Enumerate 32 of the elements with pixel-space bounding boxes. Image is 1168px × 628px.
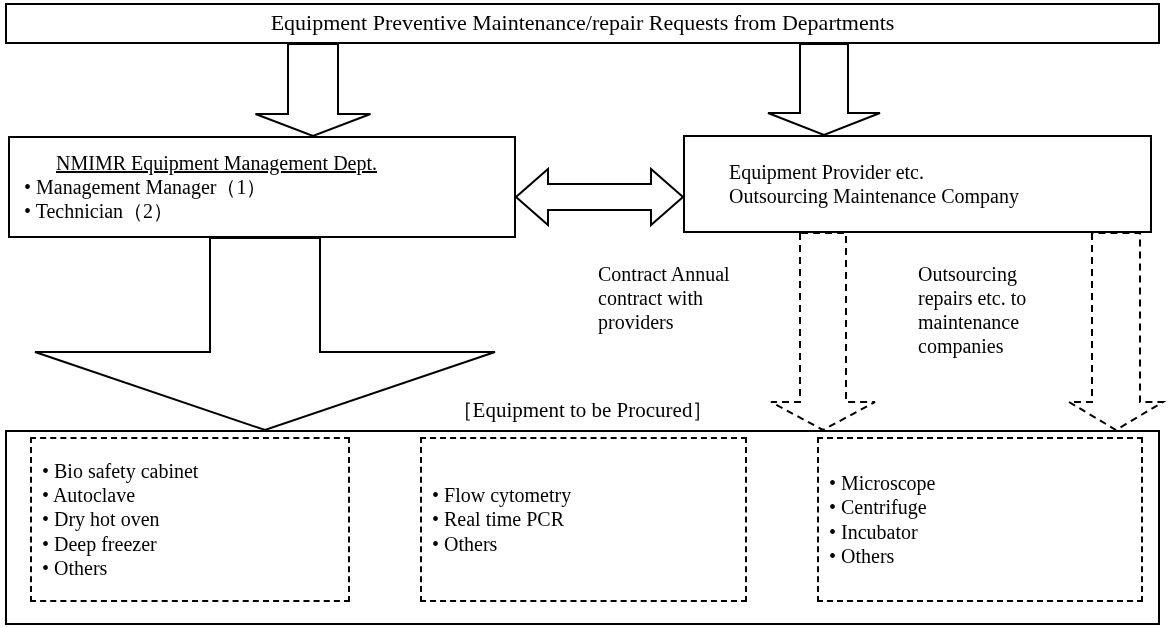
group-heading: ［Equipment to be Procured］ — [450, 398, 715, 424]
box-heading: NMIMR Equipment Management Dept. — [56, 151, 378, 175]
list-item: • Flow cytometry — [432, 482, 572, 508]
edge-label: Contract Annual contract with providers — [598, 262, 731, 334]
box-text: Outsourcing Maintenance Company — [729, 184, 1019, 208]
block-arrow — [514, 166, 685, 228]
box-text: Equipment Preventive Maintenance/repair Requests from Departments — [270, 10, 895, 37]
list-item: • Autoclave — [42, 483, 136, 508]
box-text: • Management Manager（1） — [24, 175, 267, 199]
list-item: • Incubator — [829, 519, 918, 544]
block-arrow — [767, 43, 881, 137]
edge-label: Outsourcing repairs etc. to maintenance companies — [918, 262, 1028, 358]
list-item: • Deep freezer — [42, 531, 157, 557]
dashed-block-arrow — [770, 232, 876, 432]
list-item: • Centrifuge — [829, 495, 927, 520]
list-item: • Others — [829, 543, 895, 569]
list-item: • Others — [432, 531, 498, 557]
block-arrow — [254, 43, 372, 138]
list-item: • Real time PCR — [432, 507, 564, 532]
list-item: • Bio safety cabinet — [42, 458, 199, 483]
dashed-list-box — [30, 437, 350, 602]
list-item: • Others — [42, 556, 108, 581]
list-item: • Microscope — [829, 470, 936, 496]
block-arrow — [34, 237, 496, 432]
box-text: Equipment Provider etc. — [729, 160, 924, 184]
process-box — [5, 3, 1160, 44]
dashed-list-box — [817, 437, 1143, 602]
dashed-list-box — [420, 437, 747, 602]
list-item: • Dry hot oven — [42, 507, 160, 532]
box-text: • Technician（2） — [24, 199, 174, 223]
process-box — [8, 136, 516, 238]
process-box — [683, 135, 1152, 233]
